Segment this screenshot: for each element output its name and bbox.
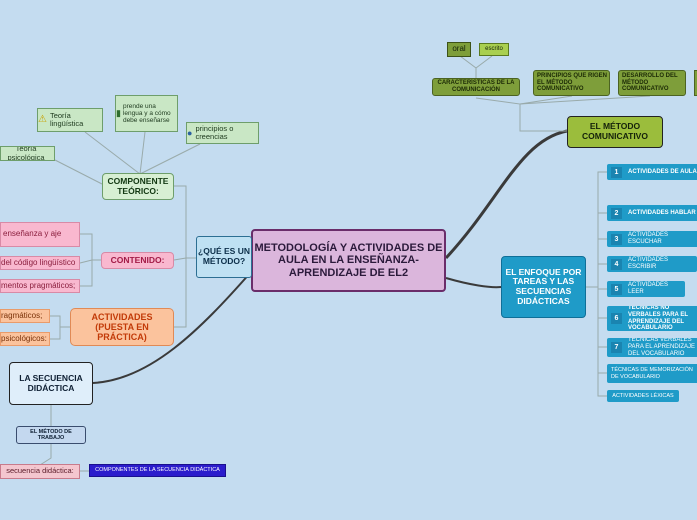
secuencia-didactica-node[interactable]: LA SECUENCIA DIDÁCTICA — [9, 362, 93, 405]
enfoque-item-5[interactable]: 5 ACTIVIDADES LEER — [607, 281, 685, 297]
number-badge: 2 — [611, 207, 622, 219]
enfoque-item-label: TÉCNICAS VERBALES PARA EL APRENDIZAJE DE… — [628, 338, 696, 357]
enfoque-item-label: ACTIVIDADES DE AULA — [628, 168, 697, 175]
teoria-psicologica-node[interactable]: Teoría psicológica — [0, 146, 55, 161]
escrito-node[interactable]: escrito — [479, 43, 509, 56]
enfoque-item-3[interactable]: 3 ACTIVIDADES ESCUCHAR — [607, 231, 697, 247]
enfoque-item-4[interactable]: 4 ACTIVIDADES ESCRIBIR — [607, 256, 697, 272]
enfoque-item-6[interactable]: 6 TÉCNICAS NO VERBALES PARA EL APRENDIZA… — [607, 306, 697, 331]
actividades-node[interactable]: ACTIVIDADES (PUESTA EN PRÁCTICA) — [70, 308, 174, 346]
number-badge: 3 — [611, 233, 622, 245]
enfoque-item-9[interactable]: ACTIVIDADES LÉXICAS — [607, 390, 679, 402]
central-topic[interactable]: METODOLOGÍA Y ACTIVIDADES DE AULA EN LA … — [251, 229, 446, 292]
principios-node[interactable]: ● principios o creencias — [186, 122, 259, 144]
enfoque-item-label: TÉCNICAS DE MEMORIZACIÓN DE VOCABULARIO — [611, 367, 693, 380]
como-aprende-node[interactable]: ▮ prende una lengua y a cómo debe enseña… — [115, 95, 178, 132]
enfoque-tareas-node[interactable]: EL ENFOQUE POR TAREAS Y LAS SECUENCIAS D… — [501, 256, 586, 318]
enfoque-item-label: ACTIVIDADES LÉXICAS — [612, 392, 674, 399]
contenido-item-3[interactable]: mentos pragmáticos; — [0, 279, 80, 293]
enfoque-item-2[interactable]: 2 ACTIVIDADES HABLAR — [607, 205, 697, 221]
enfoque-item-label: ACTIVIDADES LEER — [628, 282, 669, 295]
metodo-comunicativo-node[interactable]: EL MÉTODO COMUNICATIVO — [567, 116, 663, 148]
enfoque-item-label: ACTIVIDADES HABLAR — [628, 209, 696, 216]
desarrollo-metodo-node[interactable]: DESARROLLO DEL MÉTODO COMUNICATIVO — [618, 70, 686, 96]
enfoque-item-8[interactable]: TÉCNICAS DE MEMORIZACIÓN DE VOCABULARIO — [607, 364, 697, 383]
number-badge: 5 — [611, 283, 622, 295]
contenido-node[interactable]: CONTENIDO: — [101, 252, 174, 269]
book-icon: ▮ — [116, 108, 121, 119]
teoria-linguistica-node[interactable]: ⚠ Teoría lingüística — [37, 108, 103, 132]
que-es-metodo-node[interactable]: ¿QUÉ ES UN MÉTODO? — [196, 236, 252, 278]
metodo-extra-node[interactable] — [694, 70, 697, 96]
enfoque-item-label: ACTIVIDADES ESCRIBIR — [628, 257, 669, 270]
enfoque-item-label: ACTIVIDADES ESCUCHAR — [628, 232, 669, 245]
number-badge: 1 — [611, 166, 622, 178]
enfoque-item-label: TÉCNICAS NO VERBALES PARA EL APRENDIZAJE… — [628, 306, 688, 331]
secuencia-didactica-item[interactable]: secuencia didáctica: — [0, 464, 80, 479]
principios-metodo-node[interactable]: PRINCIPIOS QUE RIGEN EL MÉTODO COMUNICAT… — [533, 70, 610, 96]
como-aprende-label: prende una lengua y a cómo debe enseñars… — [122, 102, 171, 125]
number-badge: 6 — [611, 313, 622, 324]
oral-node[interactable]: oral — [447, 42, 471, 57]
enfoque-item-7[interactable]: 7 TÉCNICAS VERBALES PARA EL APRENDIZAJE … — [607, 338, 697, 357]
warning-icon: ⚠ — [38, 114, 47, 126]
actividades-item-2[interactable]: psicológicos: — [0, 332, 50, 346]
number-badge: 4 — [611, 258, 622, 270]
principios-label: principios o creencias — [195, 123, 234, 141]
teoria-linguistica-label: Teoría lingüística — [49, 110, 84, 128]
enfoque-item-1[interactable]: 1 ACTIVIDADES DE AULA — [607, 164, 697, 180]
person-icon: ● — [187, 127, 193, 138]
number-badge: 7 — [611, 342, 622, 353]
contenido-item-1[interactable]: enseñanza y aje — [0, 222, 80, 247]
componentes-secuencia-node[interactable]: COMPONENTES DE LA SECUENCIA DIDÁCTICA — [89, 464, 226, 477]
componente-teorico-node[interactable]: COMPONENTE TEÓRICO: — [102, 173, 174, 200]
caracteristicas-node[interactable]: CARACTERÍSTICAS DE LA COMUNICACIÓN — [432, 78, 520, 96]
actividades-item-1[interactable]: ragmáticos; — [0, 309, 50, 323]
metodo-trabajo-node[interactable]: EL MÉTODO DE TRABAJO — [16, 426, 86, 444]
contenido-item-2[interactable]: del código lingüístico — [0, 256, 80, 270]
